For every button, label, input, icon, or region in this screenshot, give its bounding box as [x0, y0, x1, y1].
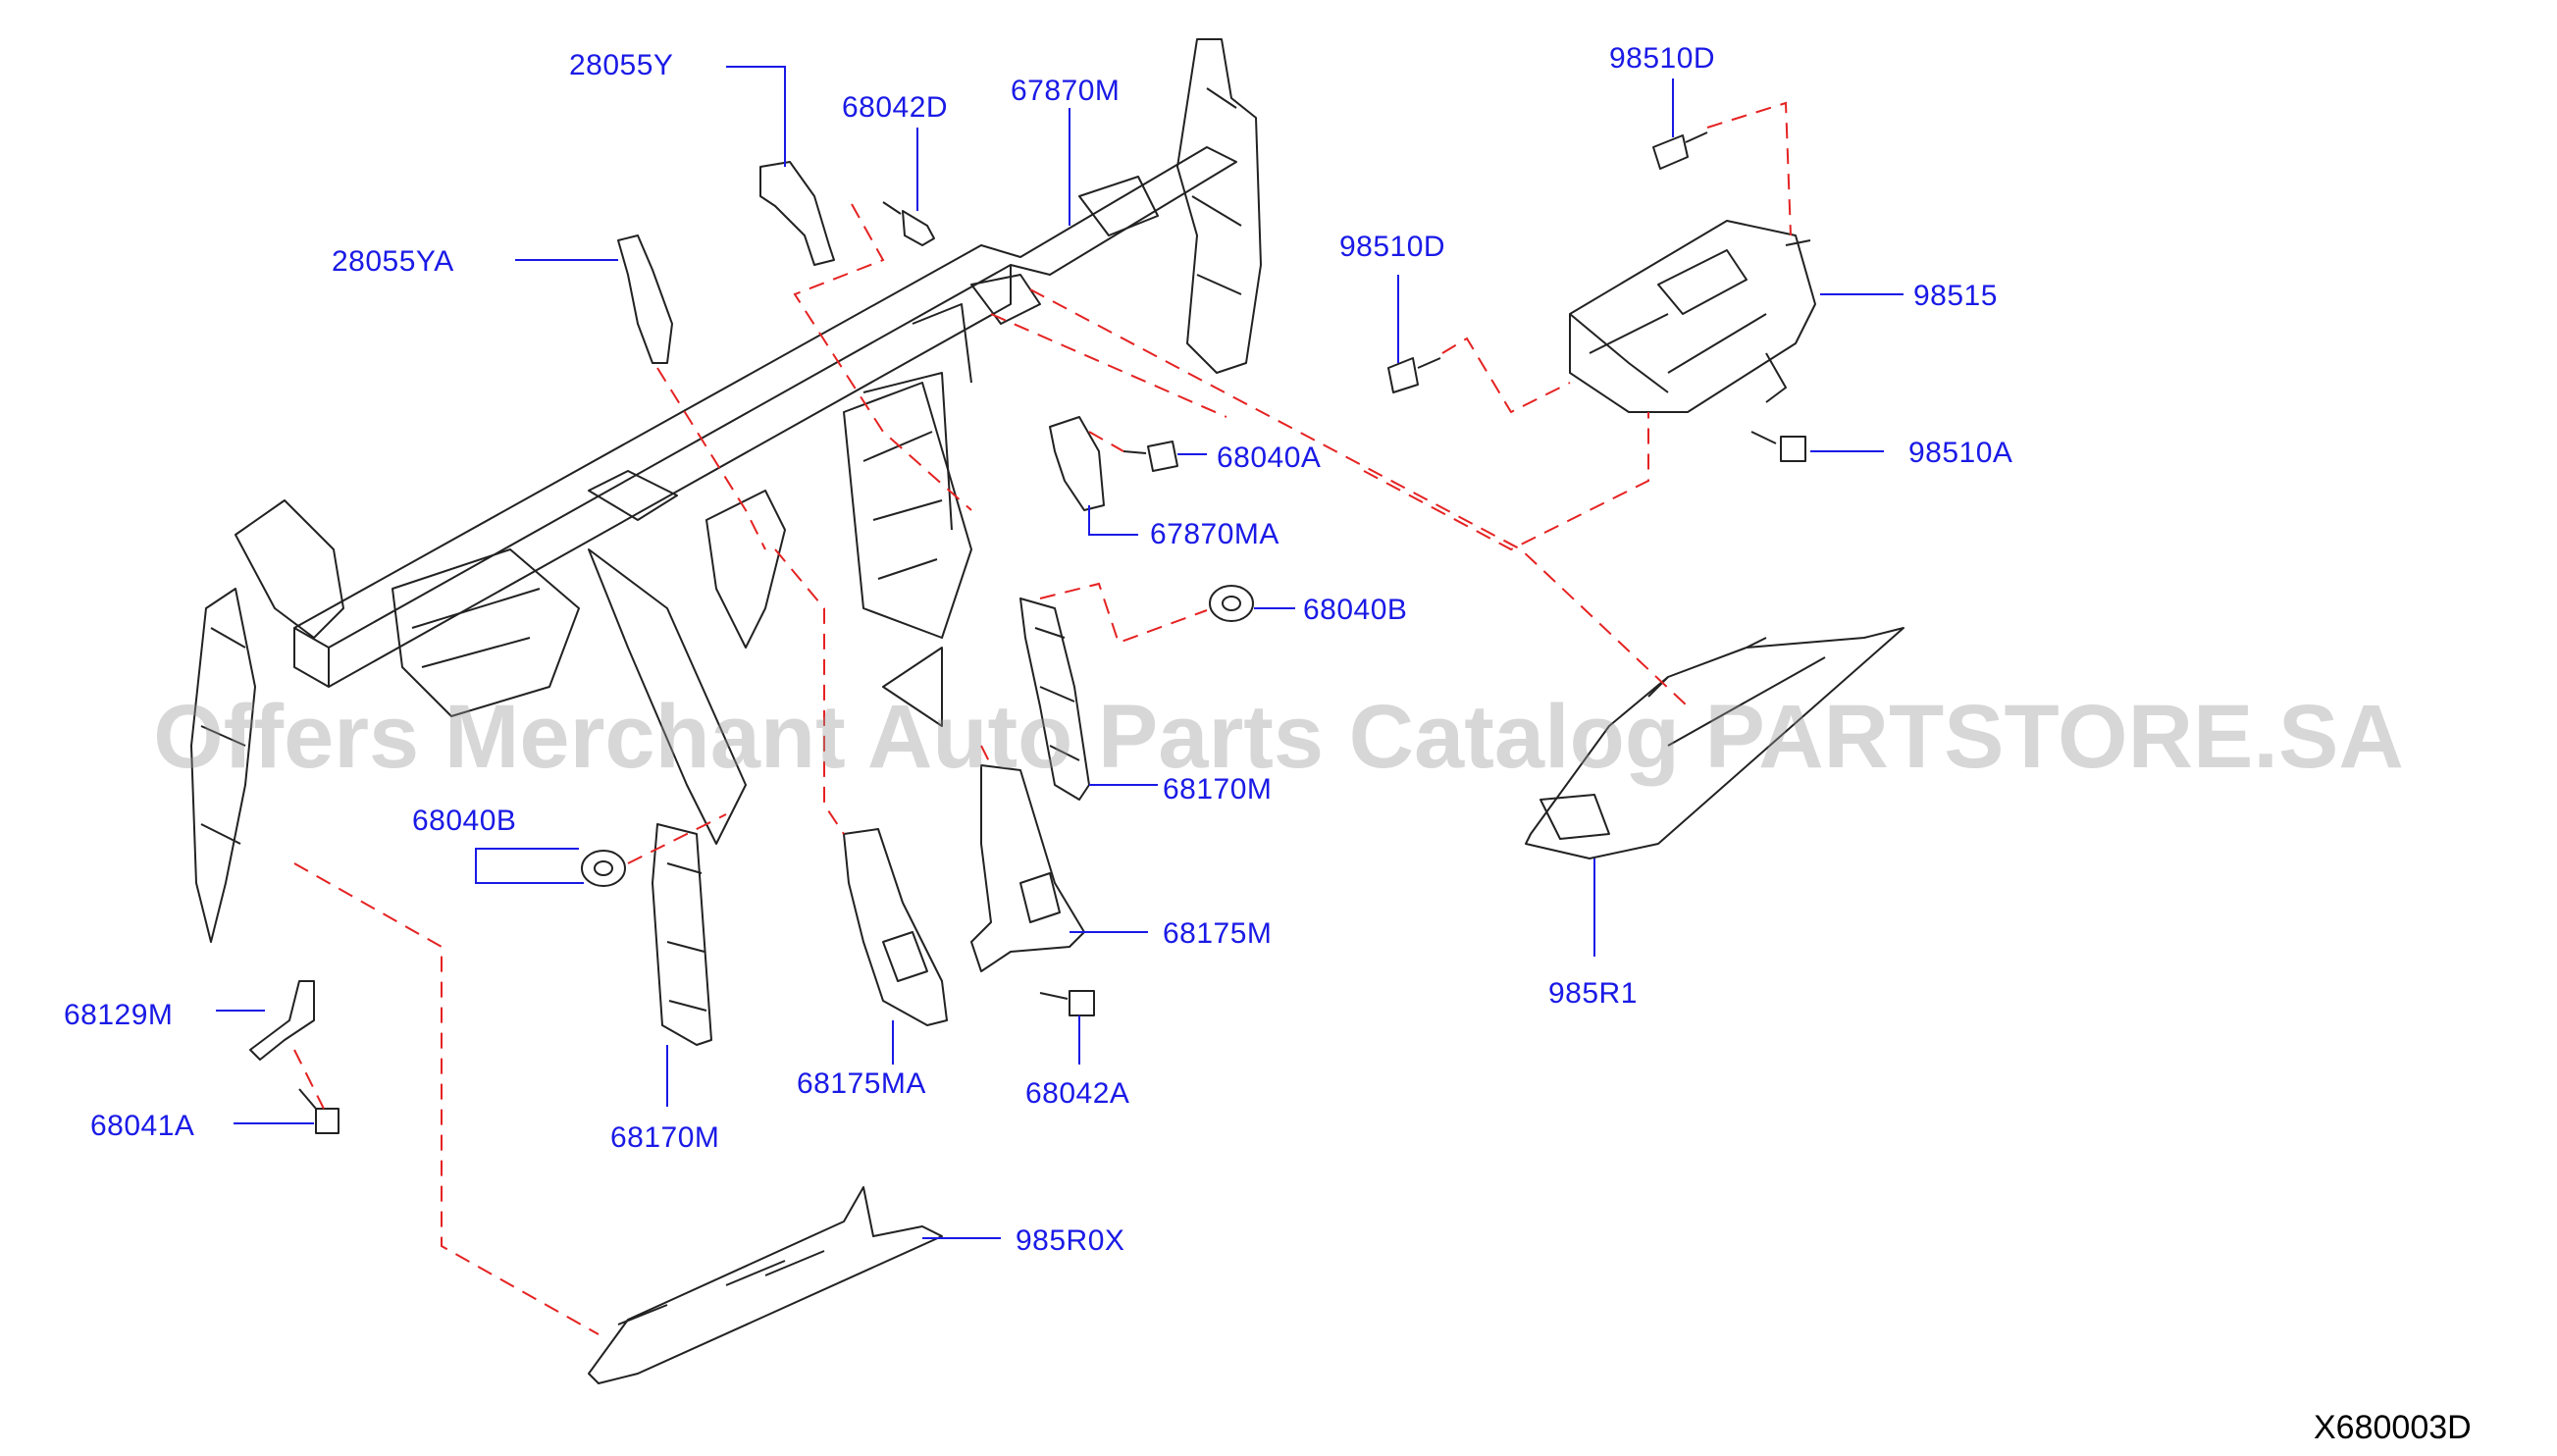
- label-68170M-right: 68170M: [1163, 773, 1273, 806]
- label-28055Y: 28055Y: [569, 49, 674, 81]
- bolt-68042D: [882, 201, 935, 246]
- bolt-68042A: [1039, 990, 1095, 1016]
- bracket-68175MA: [843, 828, 948, 1026]
- label-67870MA: 67870MA: [1150, 518, 1279, 550]
- label-68040B-left: 68040B: [412, 805, 517, 837]
- bracket-68129M: [249, 980, 315, 1061]
- nut-68040B-left: [581, 850, 626, 887]
- bolt-68040A: [1122, 441, 1178, 472]
- bracket-28055Y: [759, 161, 835, 266]
- airbag-module-98515: [1569, 220, 1816, 413]
- bracket-68175M: [970, 764, 1085, 972]
- label-68040B-right: 68040B: [1303, 594, 1408, 626]
- label-68175M: 68175M: [1163, 917, 1273, 950]
- label-985R0X: 985R0X: [1016, 1224, 1125, 1257]
- watermark-text: Offers Merchant Auto Parts Catalog PARTS…: [153, 687, 2404, 787]
- assembly-dash-lines: [293, 101, 1792, 1335]
- label-68129M: 68129M: [64, 999, 174, 1031]
- diagram-reference-code: X680003D: [2314, 1409, 2472, 1446]
- bracket-28055YA: [617, 234, 673, 364]
- label-98510A: 98510A: [1908, 437, 2013, 469]
- stay-68170M-left: [652, 823, 712, 1046]
- label-98515: 98515: [1913, 280, 1998, 312]
- label-28055YA: 28055YA: [332, 245, 454, 278]
- bracket-67870MA: [1049, 416, 1105, 511]
- knee-bolster-985R0X: [588, 1186, 943, 1384]
- label-98510D-top: 98510D: [1609, 42, 1716, 75]
- label-68042A: 68042A: [1025, 1077, 1130, 1110]
- knee-airbag-985R1: [1525, 627, 1905, 859]
- label-68175MA: 68175MA: [797, 1067, 926, 1100]
- label-68170M-left: 68170M: [610, 1121, 720, 1154]
- label-985R1: 985R1: [1548, 977, 1638, 1010]
- label-98510D-mid: 98510D: [1339, 231, 1446, 263]
- label-67870M: 67870M: [1011, 75, 1121, 107]
- bolt-98510D-top: [1652, 131, 1708, 170]
- label-68040A: 68040A: [1217, 442, 1322, 474]
- stay-68170M-right: [1019, 598, 1090, 801]
- bolt-98510D-mid: [1387, 357, 1441, 393]
- leader-lines: [216, 66, 1904, 1239]
- label-68041A: 68041A: [90, 1110, 195, 1142]
- nut-68040B-right: [1209, 585, 1254, 622]
- label-68042D: 68042D: [842, 91, 949, 124]
- bolt-98510A: [1750, 431, 1806, 462]
- steering-member-67870M: [190, 38, 1262, 943]
- bolt-68041A: [298, 1088, 339, 1134]
